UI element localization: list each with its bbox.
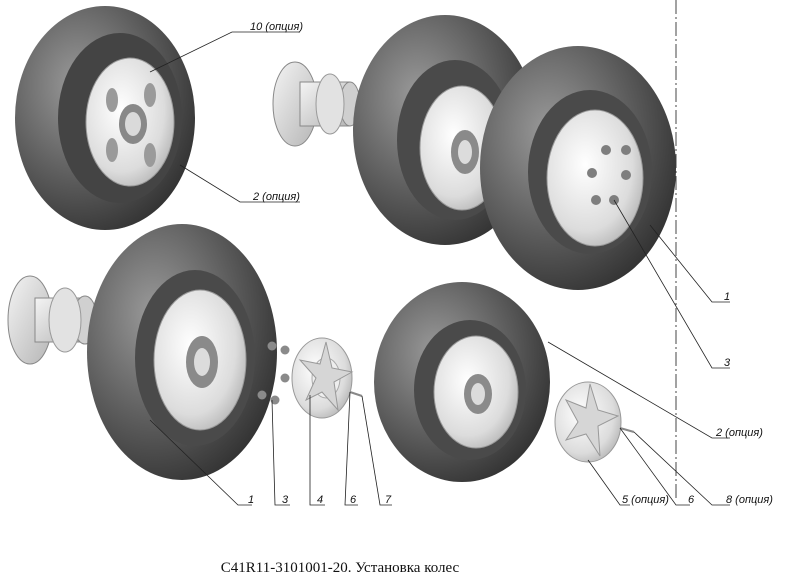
callout-1-bottom: 1 <box>248 494 254 506</box>
hub-cap-front <box>291 337 354 419</box>
figure-caption: C41R11-3101001-20. Установка колес <box>220 560 460 576</box>
wheel-top-left <box>15 6 195 230</box>
callout-6-bottom-right: 6 <box>688 494 695 506</box>
bolt-6-front <box>349 391 363 397</box>
bolt-6-rear <box>619 427 635 433</box>
wheel-rear-outer <box>480 46 676 290</box>
callout-6-bottom: 6 <box>350 494 357 506</box>
leader-lines <box>149 31 730 506</box>
callout-3-bottom: 3 <box>282 494 289 506</box>
wheel-spare-bottom <box>374 282 550 482</box>
callout-4-bottom: 4 <box>317 494 323 506</box>
callout-2-right: 2 (опция) <box>715 427 763 439</box>
brake-disc-hub-top <box>272 61 361 147</box>
callout-1-right: 1 <box>724 291 730 303</box>
callout-5-bottom: 5 (опция) <box>622 494 669 506</box>
callout-3-right: 3 <box>724 357 731 369</box>
wheel-nuts-front <box>257 341 290 405</box>
hub-cap-optional <box>554 381 622 463</box>
callout-10-top: 10 (опция) <box>250 21 303 33</box>
callout-2-top: 2 (опция) <box>252 191 300 203</box>
callout-7-bottom: 7 <box>385 494 392 506</box>
callout-8-bottom: 8 (опция) <box>726 494 773 506</box>
brake-disc-hub-bottom <box>7 275 98 365</box>
wheel-front <box>87 224 277 480</box>
